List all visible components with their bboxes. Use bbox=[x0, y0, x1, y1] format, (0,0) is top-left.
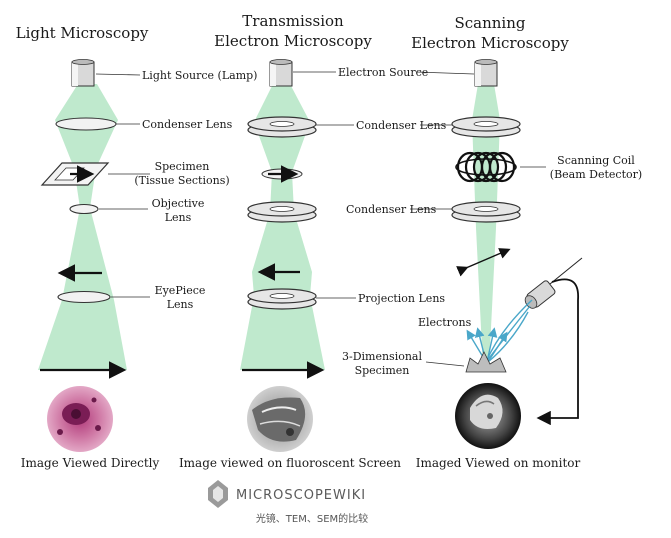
detector-cable bbox=[536, 278, 579, 426]
tem-result-image bbox=[247, 386, 313, 452]
scanning-coil-label: Scanning Coil bbox=[557, 154, 635, 167]
tem-condenser-label: Condenser Lens bbox=[356, 119, 447, 132]
tem-title-line1: Transmission bbox=[242, 12, 344, 30]
tem-condenser-lens bbox=[247, 116, 317, 138]
tem-objective-lens bbox=[247, 201, 317, 223]
tem-specimen bbox=[261, 165, 303, 183]
light-objective-lens bbox=[69, 203, 99, 215]
footer-caption: 光镜、TEM、SEM的比较 bbox=[256, 512, 368, 525]
sem-condenser-lens-1 bbox=[451, 116, 521, 138]
electrons-label: Electrons bbox=[418, 316, 472, 329]
brand-logo: MICROSCOPEWIKI bbox=[208, 480, 366, 508]
sem-condenser-lens-2 bbox=[451, 201, 521, 223]
light-eyepiece-lens bbox=[57, 290, 111, 304]
light-objective-label: Objective bbox=[152, 197, 205, 210]
light-condenser-label: Condenser Lens bbox=[142, 118, 233, 131]
raster-scan-arrows-icon bbox=[456, 248, 511, 277]
tem-caption: Image viewed on fluoroscent Screen bbox=[179, 456, 401, 470]
tem-source-label: Electron Source bbox=[338, 66, 428, 79]
light-condenser-lens bbox=[55, 117, 117, 131]
sem-result-image bbox=[455, 383, 521, 449]
tem-projection-label: Projection Lens bbox=[358, 292, 445, 305]
scanning-coil-icon bbox=[455, 151, 517, 183]
light-specimen-sub-label: (Tissue Sections) bbox=[134, 174, 229, 187]
sem-caption: Imaged Viewed on monitor bbox=[416, 456, 581, 470]
light-objective-sub-label: Lens bbox=[165, 211, 192, 224]
light-eyepiece-sub-label: Lens bbox=[167, 298, 194, 311]
brand-logo-icon bbox=[208, 480, 228, 508]
tem-column: Electron Source Condenser Lens Projectio… bbox=[179, 59, 447, 470]
light-eyepiece-label: EyePiece bbox=[155, 284, 206, 297]
sem-specimen-sub-label: Specimen bbox=[355, 364, 410, 377]
sem-specimen-label: 3-Dimensional bbox=[342, 350, 423, 363]
electron-rays bbox=[466, 299, 533, 363]
detector-icon bbox=[524, 257, 583, 309]
light-title: Light Microscopy bbox=[16, 24, 149, 42]
sem-title-line1: Scanning bbox=[454, 14, 525, 32]
sem-electron-source-icon bbox=[474, 59, 498, 87]
lamp-icon bbox=[71, 59, 95, 87]
sem-column: Scanning Coil (Beam Detector) Condenser … bbox=[342, 59, 642, 470]
sem-specimen bbox=[465, 351, 507, 373]
light-source-label: Light Source (Lamp) bbox=[142, 69, 257, 82]
sem-title-line2: Electron Microscopy bbox=[411, 34, 569, 52]
light-specimen-slide bbox=[40, 162, 110, 186]
light-caption: Image Viewed Directly bbox=[21, 456, 160, 470]
tem-projection-lens bbox=[247, 288, 317, 310]
light-specimen-label: Specimen bbox=[155, 160, 210, 173]
light-result-image bbox=[47, 386, 113, 452]
light-column: Light Source (Lamp) Condenser Lens Speci… bbox=[21, 59, 257, 470]
scanning-coil-sub-label: (Beam Detector) bbox=[550, 168, 642, 181]
tem-title-line2: Electron Microscopy bbox=[214, 32, 372, 50]
electron-source-icon bbox=[269, 59, 293, 87]
sem-condenser-label: Condenser Lens bbox=[346, 203, 437, 216]
brand-name: MICROSCOPEWIKI bbox=[236, 488, 366, 503]
